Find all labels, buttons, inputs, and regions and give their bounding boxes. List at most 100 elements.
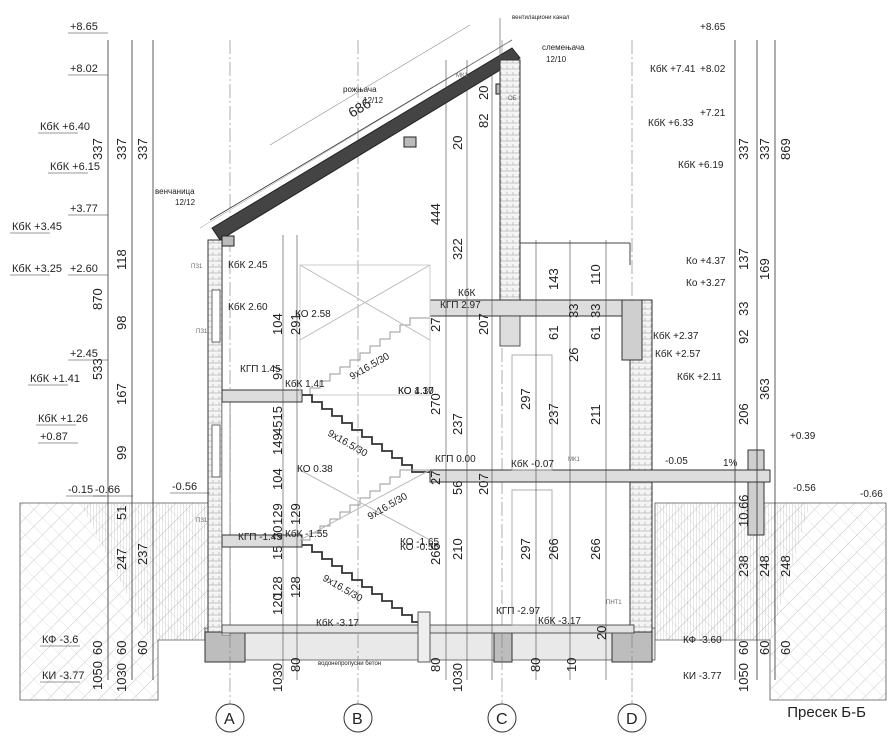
dimension-value: 110 bbox=[588, 264, 603, 285]
dimension-value: 248 bbox=[778, 555, 793, 577]
dimension-value: 80 bbox=[288, 658, 303, 672]
dimension-value: 297 bbox=[518, 538, 533, 560]
dimension-value: 337 bbox=[736, 138, 751, 160]
level-marker: КбК +6.40 bbox=[40, 121, 90, 133]
dimension-value: 56 bbox=[450, 481, 465, 495]
axis-marker-b: B bbox=[343, 703, 373, 733]
footing-mid bbox=[493, 631, 513, 663]
interior-level: КбК -1.55 bbox=[285, 528, 328, 540]
interior-level: КО -1.65 bbox=[400, 537, 440, 548]
dimension-value: 337 bbox=[90, 138, 105, 160]
stair-basement bbox=[302, 544, 430, 623]
foundation-label: водонепропусни бетон bbox=[318, 661, 381, 667]
level-marker: КбК +1.26 bbox=[38, 413, 88, 425]
axis-marker-a: A bbox=[215, 703, 245, 733]
left-wall-insulation bbox=[221, 394, 231, 636]
dimension-value: 10 bbox=[564, 658, 579, 672]
interior-level: КГП -1.45 bbox=[238, 532, 282, 543]
level-marker: КбК +2.37 bbox=[653, 330, 699, 342]
dimension-value: 237 bbox=[135, 543, 150, 565]
dimension-value: 1050 bbox=[736, 663, 751, 692]
right-dimension-lines bbox=[734, 40, 776, 680]
dimension-value: 60 bbox=[778, 641, 793, 655]
slab-lower-left bbox=[221, 534, 303, 548]
element-tag: ПЗ1 bbox=[191, 264, 203, 270]
dimension-value: 143 bbox=[546, 268, 561, 290]
level-marker: -0.56 bbox=[172, 481, 197, 493]
element-tag: ПНТ1 bbox=[606, 600, 622, 606]
level-marker: КбК +2.11 bbox=[677, 371, 722, 383]
level-marker: +0.39 bbox=[790, 431, 816, 442]
level-marker: +3.77 bbox=[70, 203, 98, 215]
dimension-value: 33 bbox=[736, 302, 751, 316]
dimension-value: 266 bbox=[588, 538, 603, 560]
stair-core bbox=[417, 611, 431, 663]
dimension-value: 97 bbox=[270, 366, 285, 380]
dimension-value: 149 bbox=[270, 433, 285, 455]
interior-level: КГП 1.45 bbox=[240, 364, 281, 375]
axis-label: B bbox=[352, 711, 363, 728]
level-marker: -0.66 bbox=[95, 484, 120, 496]
interior-level: КбК 2.60 bbox=[228, 301, 268, 313]
dimension-value: 869 bbox=[778, 138, 793, 160]
level-marker: КФ -3.60 bbox=[683, 635, 722, 646]
level-marker: КбК +3.25 bbox=[12, 263, 62, 275]
dimension-value: 207 bbox=[476, 473, 491, 495]
dimension-value: 167 bbox=[114, 383, 129, 405]
level-marker: 1% bbox=[723, 458, 738, 469]
level-marker: КбК +6.15 bbox=[50, 161, 100, 173]
left-window-2 bbox=[211, 424, 221, 478]
dimension-value: 60 bbox=[114, 641, 129, 655]
dimension-value: 297 bbox=[518, 388, 533, 410]
level-marker: КИ -3.77 bbox=[42, 670, 84, 682]
interior-level: КГП -2.97 bbox=[496, 606, 540, 617]
dimension-value: 99 bbox=[114, 446, 129, 460]
rafter-size: 12/12 bbox=[363, 96, 384, 105]
dimension-value: 137 bbox=[736, 248, 751, 270]
dimension-value: 128 bbox=[270, 576, 285, 598]
interior-level: КбК 1.41 bbox=[285, 378, 325, 390]
dimension-value: 20 bbox=[594, 626, 609, 640]
level-marker: КбК +6.19 bbox=[678, 159, 724, 171]
level-marker: +0.87 bbox=[40, 431, 68, 443]
dimension-value: 1030 bbox=[114, 663, 129, 692]
stair-ground bbox=[302, 394, 430, 473]
dimension-value: 27 bbox=[428, 471, 443, 485]
right-trench-fill bbox=[655, 503, 810, 640]
dimension-value: 533 bbox=[90, 358, 105, 380]
dimension-value: 238 bbox=[736, 555, 751, 577]
dimension-value: 98 bbox=[114, 316, 129, 330]
element-tag: ПЗ1 bbox=[196, 329, 208, 335]
level-marker: -0.15 bbox=[68, 484, 93, 496]
element-tag: МК1 bbox=[456, 73, 468, 79]
level-marker: -0.05 bbox=[665, 456, 688, 467]
dimension-value: 60 bbox=[736, 641, 751, 655]
dimension-value: 33 bbox=[566, 304, 581, 318]
interior-level: КГП 0.00 bbox=[435, 454, 476, 465]
vent-label: вентилациони канал bbox=[512, 15, 570, 21]
dimension-value: 20 bbox=[270, 526, 285, 540]
dimension-value: 82 bbox=[476, 114, 491, 128]
stair-mid bbox=[299, 469, 431, 541]
left-window-1 bbox=[211, 289, 221, 343]
interior-level: КО 1.10 bbox=[398, 386, 434, 397]
dimension-value: 120 bbox=[270, 593, 285, 615]
stair-label: 9x16.5/30 bbox=[348, 351, 392, 383]
interior-level: КО -0.55 bbox=[400, 542, 440, 553]
dimension-value: 169 bbox=[757, 258, 772, 280]
dimension-value: 206 bbox=[736, 403, 751, 425]
dimension-value: 337 bbox=[114, 138, 129, 160]
dimension-value: 80 bbox=[428, 658, 443, 672]
dimension-value: 237 bbox=[546, 403, 561, 425]
dimension-value: 363 bbox=[757, 378, 772, 400]
dimension-value: 27 bbox=[428, 318, 443, 332]
dimension-value: 129 bbox=[288, 503, 303, 525]
level-marker: -0.56 bbox=[793, 483, 816, 494]
level-marker: -0.66 bbox=[860, 489, 883, 500]
dimension-value: 10.66 bbox=[736, 494, 751, 527]
dimension-value: 60 bbox=[757, 641, 772, 655]
